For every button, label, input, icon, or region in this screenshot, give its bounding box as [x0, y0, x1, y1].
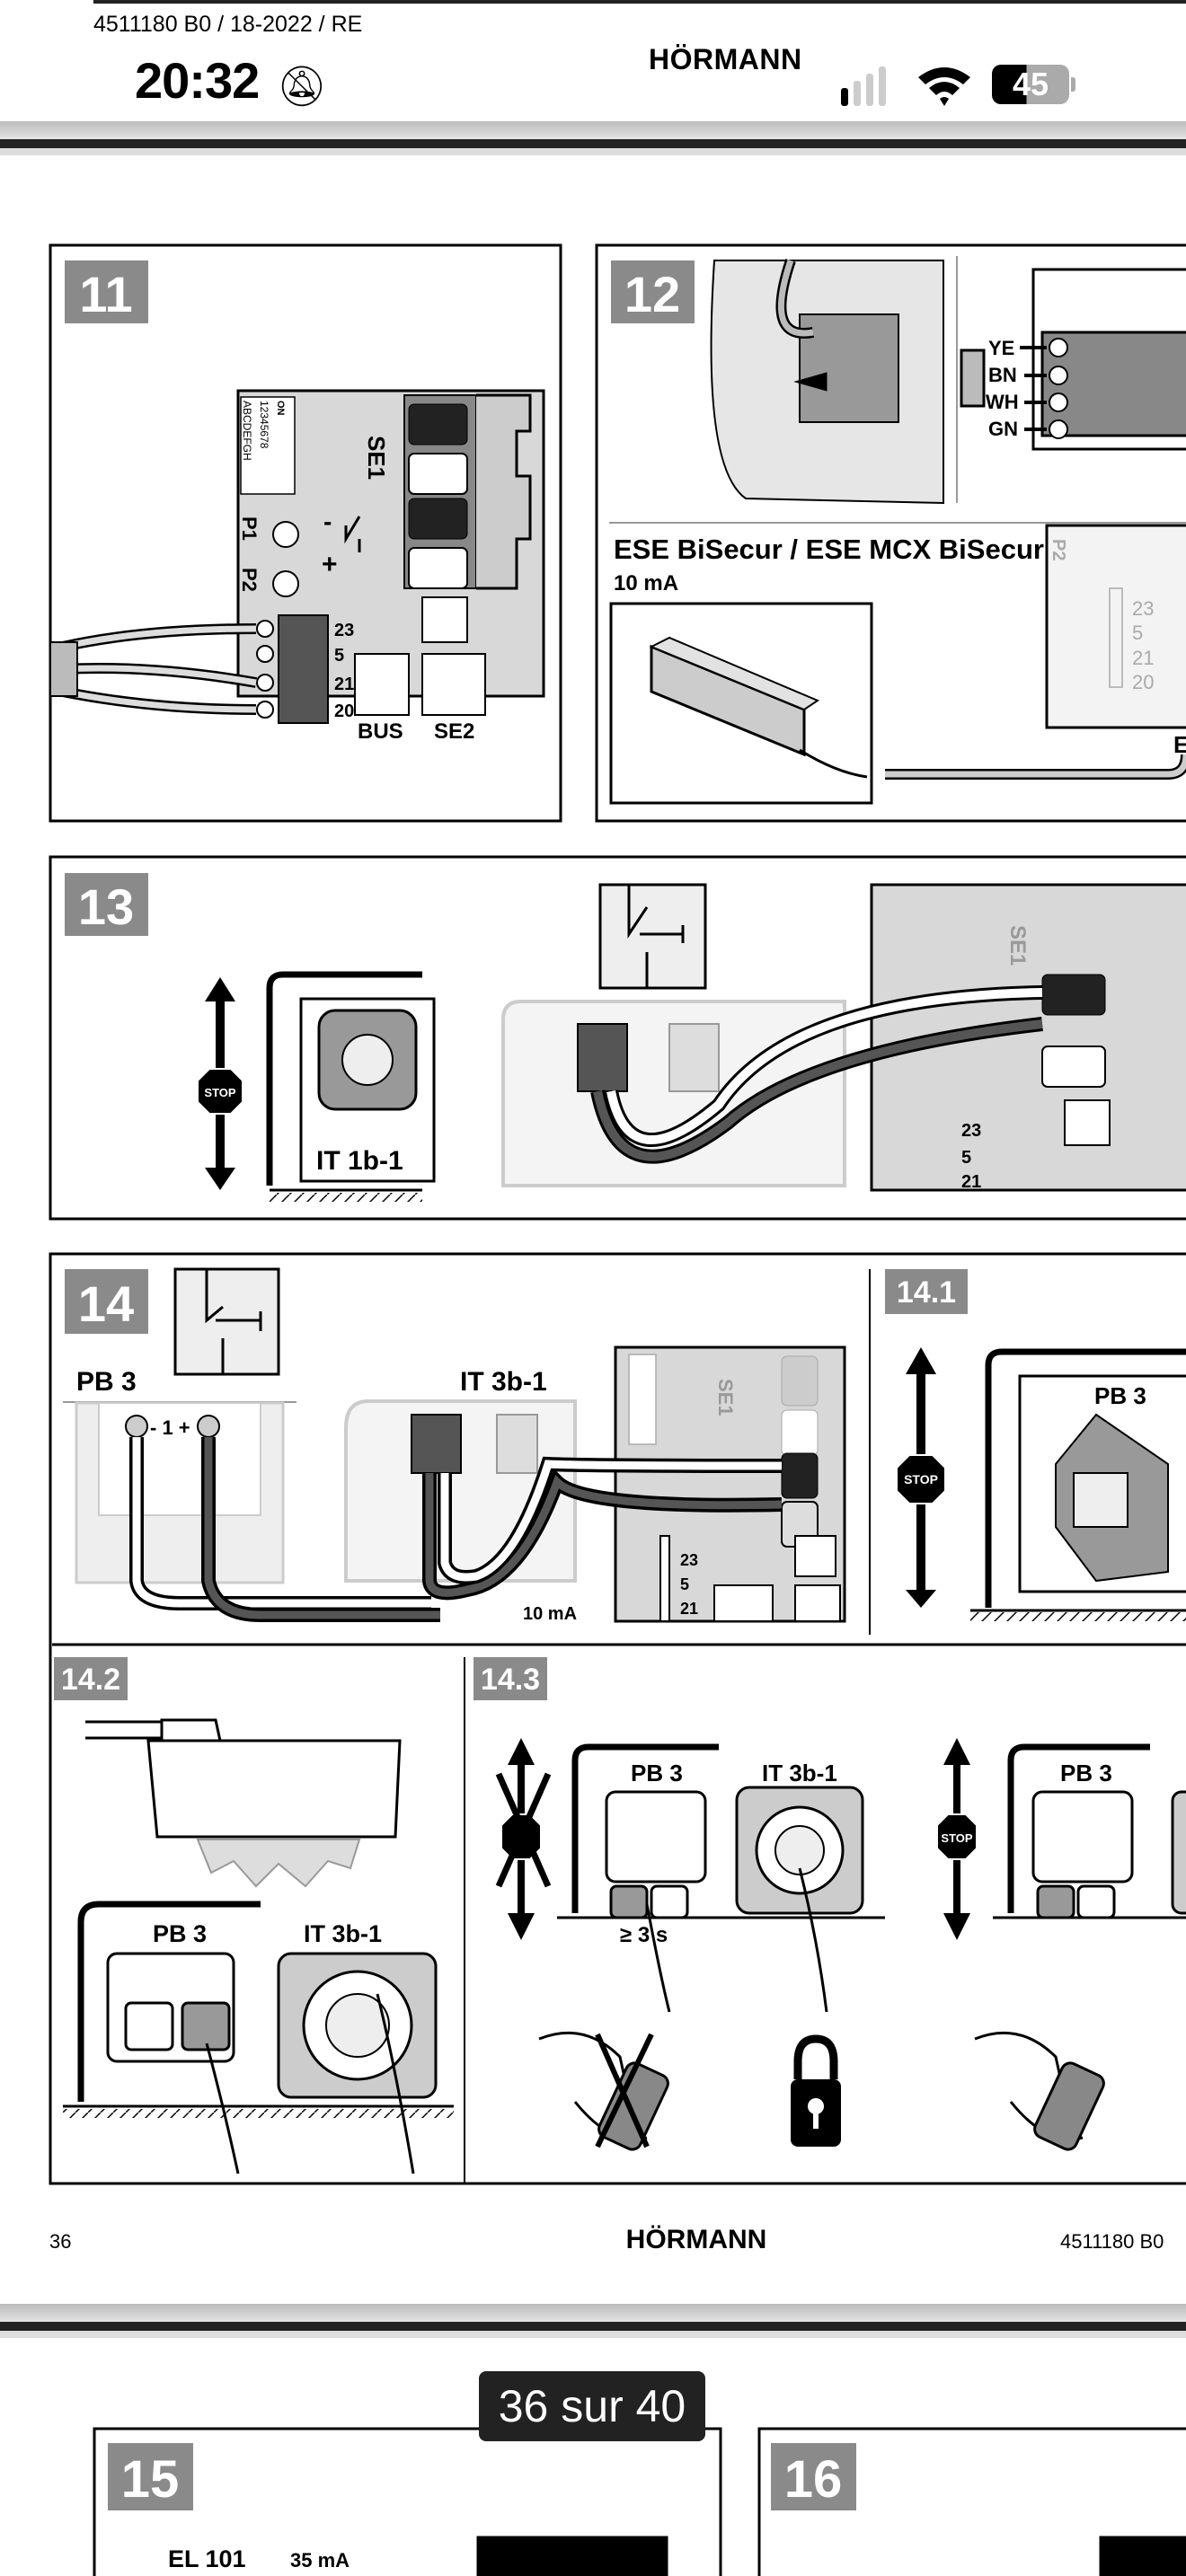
- p2-label: P2: [238, 568, 261, 592]
- padlock-icon: [791, 2034, 841, 2147]
- footer-page-number: 36: [49, 2230, 71, 2253]
- figure-number-box: [885, 1269, 968, 1314]
- figure-number: 14.3: [481, 1663, 540, 1697]
- dip-on-label: ON: [275, 401, 286, 416]
- page-top-border: [93, 0, 1186, 4]
- pb3-label: PB 3: [153, 1920, 207, 1947]
- figure-number-box: [65, 873, 148, 936]
- footer-doc-code: 4511180 B0: [1060, 2230, 1164, 2253]
- se1-label: SE1: [1005, 925, 1030, 966]
- figure-number-box: [474, 1657, 547, 1700]
- minus-label: -: [323, 507, 332, 535]
- figure-number: 16: [784, 2450, 843, 2509]
- figure-number: 14: [78, 1275, 134, 1332]
- se1-label: SE1: [363, 436, 390, 480]
- terminal-label: 23: [680, 1551, 698, 1569]
- terminal-label: 5: [680, 1575, 689, 1593]
- current-label: 35 mA: [290, 2549, 350, 2572]
- page-separator: [0, 2304, 1186, 2322]
- wifi-icon: [918, 67, 970, 106]
- figure-number: 14.2: [61, 1663, 120, 1697]
- terminal-label: 21: [1132, 647, 1154, 669]
- figure-number-box: [108, 2443, 193, 2510]
- wire-label-ye: YE: [988, 337, 1014, 359]
- stop-sign-icon: STOP: [941, 1831, 972, 1845]
- terminal-label: 5: [1132, 622, 1143, 644]
- it3b1-label: IT 3b-1: [762, 1760, 837, 1786]
- hold-duration-label: ≥ 3 s: [620, 1923, 668, 1947]
- pb-terminal-label: - 1 +: [150, 1416, 190, 1439]
- cut-label: E: [1173, 731, 1186, 758]
- battery-icon: 45: [992, 65, 1069, 104]
- receiver-title: ESE BiSecur / ESE MCX BiSecur: [614, 534, 1044, 565]
- p1-label: P1: [238, 516, 261, 541]
- figure-number: 14.1: [897, 1275, 956, 1310]
- terminal-label: 23: [961, 1121, 981, 1141]
- footer-brand-logo: HÖRMANN: [626, 2225, 767, 2254]
- wire-label-bn: BN: [988, 364, 1017, 386]
- figure-number-box: [65, 260, 148, 323]
- figure-number: 13: [78, 878, 134, 935]
- bell-muted-icon: 🔕︎: [277, 65, 327, 109]
- terminal-label: 21: [334, 675, 354, 694]
- plus-label: +: [322, 550, 338, 579]
- figure-number: 15: [121, 2450, 180, 2509]
- figure-number-box: [771, 2443, 856, 2510]
- figure-number-box: [65, 1269, 148, 1334]
- figure-number: 11: [79, 266, 132, 322]
- wire-label-wh: WH: [986, 391, 1019, 413]
- current-label: 10 mA: [614, 571, 678, 595]
- page-separator-dark: [0, 2322, 1186, 2331]
- current-label: 10 mA: [523, 1604, 577, 1624]
- terminal-label: 5: [334, 646, 344, 666]
- figure-14: [49, 1252, 1186, 2185]
- page-indicator: 36 sur 40: [479, 2371, 705, 2441]
- figure-number-box: [611, 260, 695, 323]
- header-brand-logo: HÖRMANN: [649, 43, 802, 75]
- device-label: IT 1b-1: [316, 1146, 403, 1176]
- stop-sign-icon: STOP: [904, 1472, 938, 1486]
- dip-letters: ABCDEFGH: [241, 401, 253, 461]
- page-separator-light: [0, 148, 1186, 155]
- page-separator: [0, 121, 1186, 139]
- it3b1-label: IT 3b-1: [304, 1920, 382, 1947]
- terminal-label: 21: [680, 1600, 698, 1618]
- bus-label: BUS: [358, 719, 403, 744]
- figure-13: [49, 855, 1186, 1221]
- figure-11: [49, 243, 562, 823]
- se1-label: SE1: [714, 1379, 737, 1416]
- figure-number: 12: [624, 266, 680, 322]
- battery-tip: [1071, 77, 1075, 92]
- page-separator-dark: [0, 139, 1186, 148]
- terminal-label: 23: [334, 621, 354, 640]
- stop-sign-icon: STOP: [204, 1086, 235, 1099]
- terminal-label: 20: [1132, 671, 1154, 693]
- header-doc-code: 4511180 B0 / 18-2022 / RE: [93, 12, 363, 37]
- pb3-label: PB 3: [631, 1760, 683, 1786]
- pb3-label: PB 3: [1094, 1382, 1146, 1409]
- wire-label-gn: GN: [988, 418, 1018, 440]
- figure-number-box: [54, 1657, 128, 1700]
- pb3-label: PB 3: [1060, 1760, 1112, 1786]
- terminal-label: 21: [961, 1172, 981, 1192]
- status-time: 20:32: [135, 52, 260, 109]
- terminal-label: 5: [961, 1148, 971, 1168]
- se2-label: SE2: [434, 719, 474, 744]
- device-label: EL 101: [168, 2545, 246, 2572]
- figure-12: [595, 243, 1186, 823]
- pb3-label: PB 3: [76, 1367, 137, 1397]
- it3b1-label: IT 3b-1: [460, 1367, 547, 1397]
- terminal-label: 23: [1132, 597, 1154, 620]
- terminal-label: 20: [334, 701, 354, 721]
- next-page-figures: [93, 2427, 1186, 2576]
- signal-icon: [841, 66, 886, 106]
- dip-numbers: 12345678: [258, 401, 270, 449]
- p2-label: P2: [1049, 539, 1068, 560]
- page-separator-light: [0, 2331, 1186, 2338]
